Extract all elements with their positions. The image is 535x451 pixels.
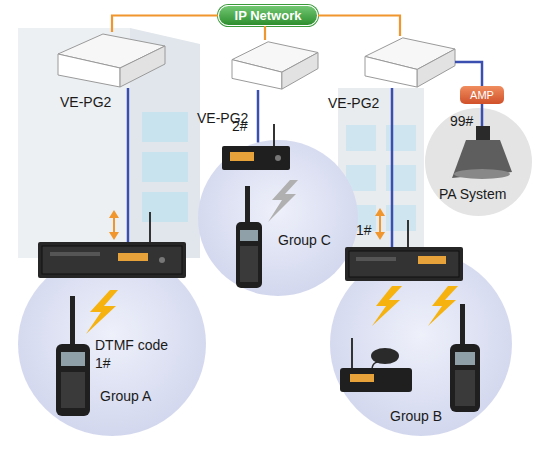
pa-system-circle: PA System: [425, 108, 532, 216]
radio-group-circle: Group B: [330, 252, 512, 436]
radio-signal-bolt: [428, 286, 458, 326]
network-label: IP Network: [219, 6, 317, 25]
handheld-radio: [236, 222, 262, 288]
radio-display: [61, 352, 85, 366]
gateway-device: VE-PG2: [365, 36, 455, 88]
device-face: [120, 46, 165, 87]
network-link: [391, 88, 394, 257]
building-window: [142, 152, 188, 182]
device-name: VE-PG2: [328, 95, 379, 111]
radio-group-circle: Group C: [198, 140, 358, 296]
speaker-driver: [476, 126, 490, 140]
device-face: [58, 54, 120, 87]
antenna: [407, 220, 409, 247]
gateway-device: VE-PG2: [232, 40, 318, 90]
circle-fill: [425, 108, 532, 216]
device-name: VE-PG2: [197, 110, 248, 126]
circle-outline: [198, 140, 358, 296]
signal-arrow: [379, 214, 381, 234]
antenna: [245, 186, 250, 224]
building-window: [142, 112, 188, 142]
network-link: [112, 16, 218, 33]
radio-keypad: [455, 370, 475, 406]
radio-microphone: [371, 348, 399, 364]
signal-arrow-head: [375, 232, 385, 240]
gateway-device: VE-PG2: [58, 32, 165, 88]
radio-group-circle: DTMF code 1# Group A: [18, 252, 206, 436]
network-link: [455, 62, 482, 86]
group-label: Group A: [100, 388, 151, 404]
horn-speaker: [452, 140, 512, 178]
circle-fill: [198, 140, 358, 296]
building-window: [346, 125, 376, 151]
antenna: [149, 212, 151, 242]
antenna: [351, 338, 353, 368]
radio-keypad: [240, 246, 258, 282]
antenna: [70, 296, 75, 346]
signal-arrow-head: [109, 210, 119, 218]
device-outline: [365, 36, 455, 88]
device-face: [232, 60, 282, 89]
repeater-slot: [356, 257, 396, 261]
building-window: [142, 192, 188, 222]
signal-arrow-head: [109, 232, 119, 240]
device-outline: [58, 32, 165, 88]
radio-knob: [275, 155, 281, 161]
mobile-radio: [340, 368, 412, 392]
network-link: [127, 88, 130, 253]
edge-group: [112, 16, 482, 257]
network-pill: IP Network: [218, 5, 318, 26]
radio-keypad: [61, 372, 85, 408]
amp-label: AMP: [460, 86, 504, 104]
group-label: Group B: [390, 408, 442, 424]
antenna: [460, 304, 465, 346]
repeater-rack: [345, 247, 463, 281]
handheld-radio: [56, 344, 90, 416]
repeater-display: [418, 256, 446, 264]
device-face: [365, 56, 417, 87]
radio-signal-bolt: [268, 180, 298, 222]
building-window: [386, 125, 416, 151]
repeater-rack: [38, 242, 186, 278]
radio-signal-bolt: [86, 290, 118, 334]
network-link: [257, 90, 260, 142]
radio-display: [350, 374, 374, 382]
pa-label: PA System: [439, 186, 506, 202]
repeater-knob: [159, 257, 165, 263]
radio-display: [230, 152, 254, 161]
handheld-radio: [450, 344, 480, 412]
building-window: [386, 205, 416, 231]
repeater-display: [118, 253, 148, 261]
signal-arrow-head: [375, 208, 385, 216]
device-face: [282, 53, 318, 90]
radio-signal-bolt: [372, 286, 402, 326]
network-link: [264, 26, 266, 40]
device-face: [417, 49, 455, 87]
device-name: VE-PG2: [60, 94, 111, 110]
mobile-radio: [222, 146, 290, 170]
circle-fill: [330, 252, 512, 436]
antenna: [273, 124, 275, 146]
building-window: [386, 165, 416, 191]
dtmf-note: DTMF code 1#: [95, 336, 177, 372]
amplifier-box: AMP: [460, 86, 504, 104]
device-outline: [232, 40, 318, 90]
horn-mouth: [454, 169, 510, 179]
network-link: [481, 104, 484, 108]
signal-arrow: [113, 216, 115, 234]
repeater-slot: [50, 252, 100, 256]
network-link: [318, 16, 400, 37]
speaker-wire: [481, 108, 484, 127]
circle-fill: [18, 252, 206, 436]
mic-cord: [372, 362, 385, 370]
repeater-panel: [42, 246, 182, 274]
repeater-panel: [349, 251, 459, 277]
group-label: Group C: [278, 232, 331, 248]
radio-display: [455, 352, 475, 365]
radio-display: [240, 230, 258, 241]
